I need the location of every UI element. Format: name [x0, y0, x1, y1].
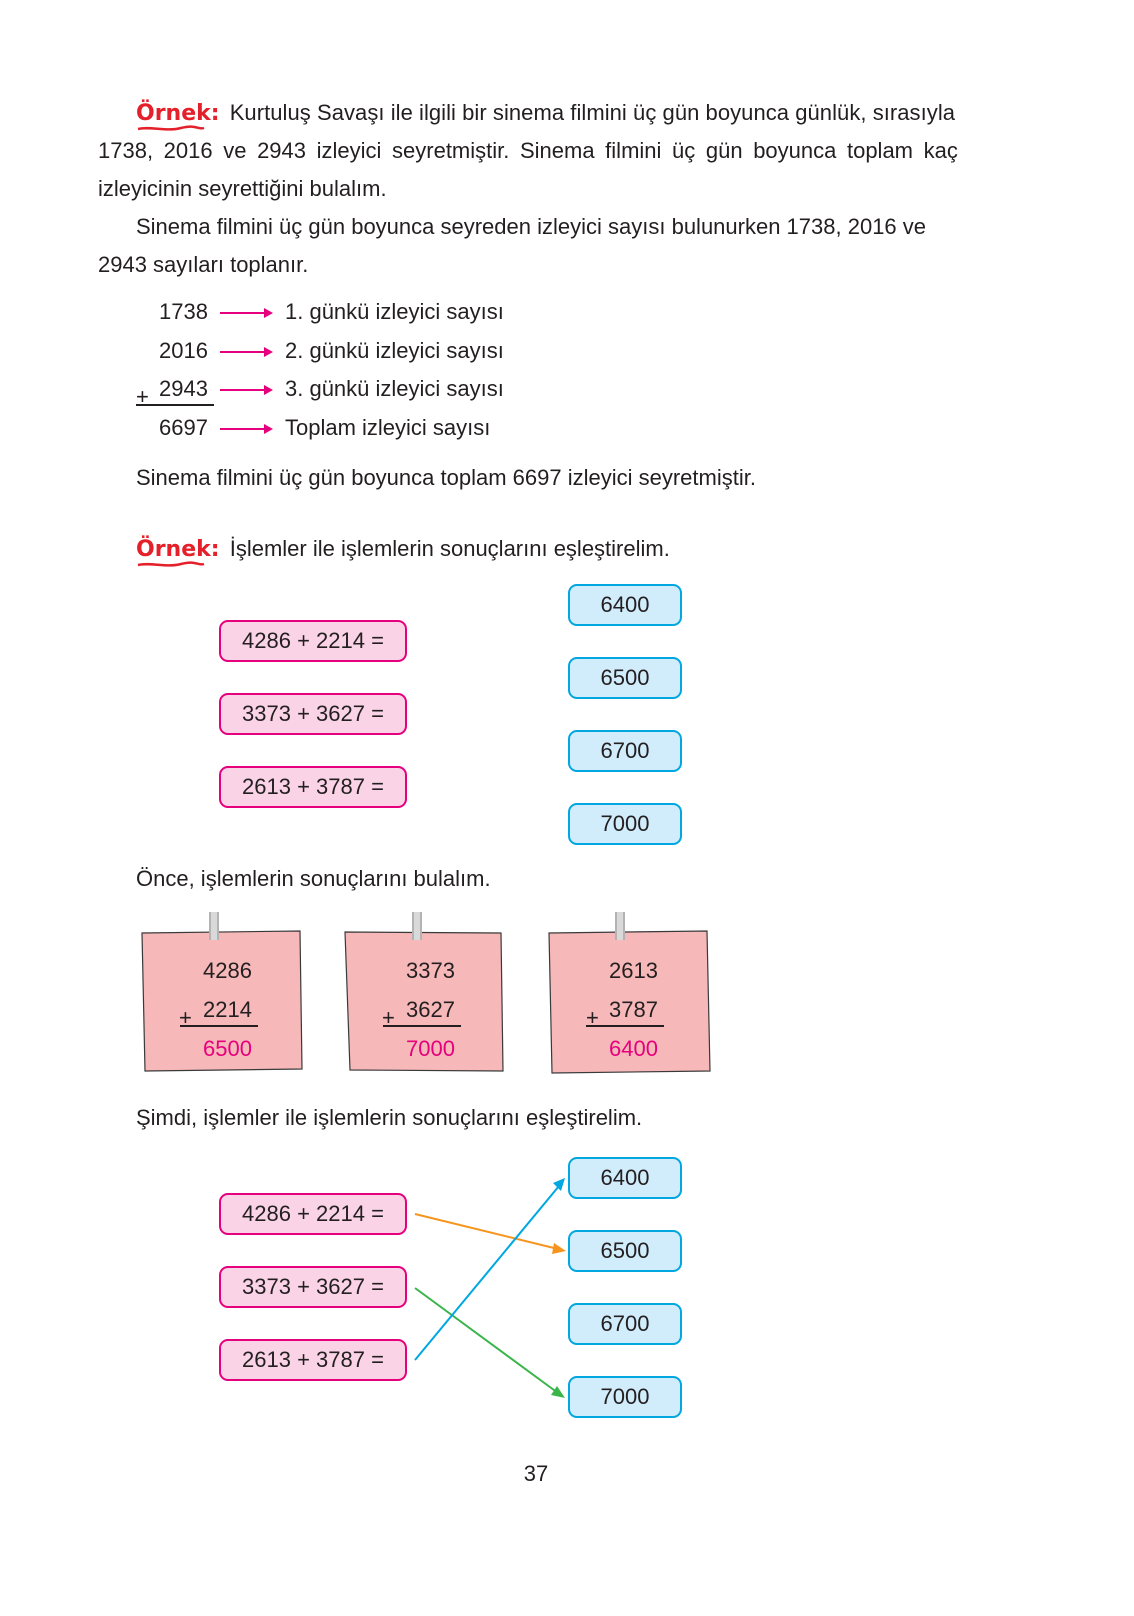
result-box: 6400: [568, 1157, 682, 1199]
note-sum: 7000: [406, 1036, 455, 1061]
example2-instruction: İşlemler ile işlemlerin sonuçlarını eşle…: [229, 536, 670, 561]
addend-2: 2016: [159, 338, 208, 363]
example1-line2: 1738, 2016 ve 2943 izleyici seyretmiştir…: [98, 138, 958, 163]
page-number: 37: [523, 1461, 549, 1486]
note-sum: 6400: [609, 1036, 658, 1061]
operation-box: 2613 + 3787 =: [219, 1339, 407, 1381]
first-step: Önce, işlemlerin sonuçlarını bulalım.: [136, 866, 491, 891]
note-addend-a: 2613: [609, 958, 658, 983]
result-box: 6400: [568, 584, 682, 626]
example1-text: Kurtuluş Savaşı ile ilgili bir sinema fi…: [229, 100, 956, 125]
note-sum: 6500: [203, 1036, 252, 1061]
note-paper: [344, 931, 504, 1072]
example1-line1: Örnek: Kurtuluş Savaşı ile ilgili bir si…: [136, 100, 956, 131]
note-rule: [383, 1025, 461, 1027]
operation-box: 4286 + 2214 =: [219, 1193, 407, 1235]
tape-icon: [209, 912, 219, 940]
result-box: 7000: [568, 803, 682, 845]
underline-icon: [137, 561, 205, 567]
conclusion: Sinema filmini üç gün boyunca toplam 669…: [136, 465, 756, 490]
sum-value: 6697: [159, 415, 208, 440]
note-rule: [180, 1025, 258, 1027]
sticky-note: 4286 + 2214 6500: [140, 912, 304, 1072]
row-desc-4: Toplam izleyici sayısı: [285, 415, 491, 440]
addend-1: 1738: [159, 299, 208, 324]
sticky-note: 2613 + 3787 6400: [546, 912, 712, 1074]
plus-sign: +: [136, 384, 149, 409]
operation-box: 2613 + 3787 =: [219, 766, 407, 808]
note-paper: [548, 930, 711, 1074]
tape-icon: [412, 912, 422, 940]
note-paper: [141, 930, 303, 1072]
tape-icon: [615, 912, 625, 940]
operation-box: 3373 + 3627 =: [219, 1266, 407, 1308]
second-step: Şimdi, işlemler ile işlemlerin sonuçları…: [136, 1105, 643, 1130]
match-arrow-orange: [414, 1213, 566, 1254]
note-addend-a: 3373: [406, 958, 455, 983]
sum-rule: [136, 404, 214, 406]
plus-sign: +: [382, 1005, 395, 1030]
example2-heading: Örnek: İşlemler ile işlemlerin sonuçları…: [136, 536, 670, 567]
result-box: 6500: [568, 657, 682, 699]
row-desc-3: 3. günkü izleyici sayısı: [285, 376, 504, 401]
result-box: 6700: [568, 730, 682, 772]
note-rule: [586, 1025, 664, 1027]
match-arrow-green: [414, 1287, 565, 1398]
operation-box: 3373 + 3627 =: [219, 693, 407, 735]
note-addend-b: 3627: [406, 997, 455, 1022]
result-box: 6500: [568, 1230, 682, 1272]
example1-line3: izleyicinin seyrettiğini bulalım.: [98, 176, 387, 201]
arrow-icon: [220, 385, 273, 395]
plus-sign: +: [586, 1005, 599, 1030]
explain-line2: 2943 sayıları toplanır.: [98, 252, 309, 277]
result-box: 6700: [568, 1303, 682, 1345]
example-label: Örnek:: [136, 101, 220, 131]
plus-sign: +: [179, 1005, 192, 1030]
arrow-icon: [220, 424, 273, 434]
operation-box: 4286 + 2214 =: [219, 620, 407, 662]
result-box: 7000: [568, 1376, 682, 1418]
addend-3: 2943: [159, 376, 208, 401]
note-addend-b: 2214: [203, 997, 252, 1022]
arrow-icon: [220, 308, 273, 318]
note-addend-b: 3787: [609, 997, 658, 1022]
sticky-note: 3373 + 3627 7000: [343, 912, 507, 1072]
underline-icon: [137, 125, 205, 131]
row-desc-2: 2. günkü izleyici sayısı: [285, 338, 504, 363]
row-desc-1: 1. günkü izleyici sayısı: [285, 299, 504, 324]
note-addend-a: 4286: [203, 958, 252, 983]
match-arrow-blue: [414, 1178, 565, 1361]
explain-line1: Sinema filmini üç gün boyunca seyreden i…: [136, 214, 927, 239]
arrow-icon: [220, 347, 273, 357]
example-label: Örnek:: [136, 537, 220, 567]
